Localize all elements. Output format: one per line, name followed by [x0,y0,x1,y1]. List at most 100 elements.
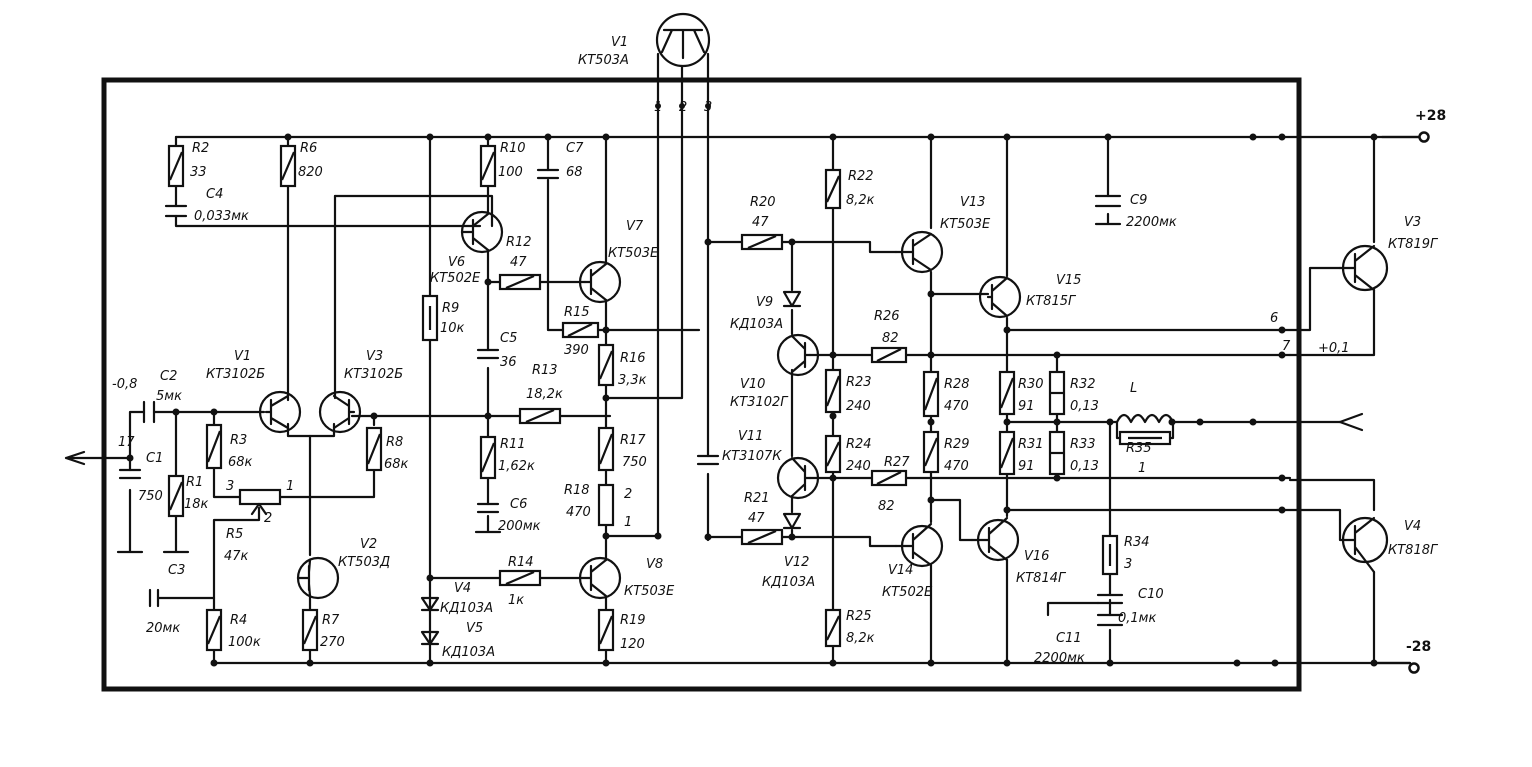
inductor-ref: L [1130,381,1137,396]
r15-ref: R15 [564,305,590,320]
r21-ref: R21 [744,491,770,506]
pot-pin-3: 3 [226,479,234,494]
r29-ref: R29 [944,437,970,452]
c4-val: 0,033мк [194,209,249,224]
r18-ref: R18 [564,483,590,498]
v6-ref: V6 [448,255,465,270]
pot-pin-2: 2 [264,511,272,526]
r27-val: 82 [878,499,895,514]
v16-ref: V16 [1024,549,1049,564]
r31-val: 91 [1018,459,1035,474]
r18-pin-1: 1 [624,515,632,530]
plus-28-terminal [1418,131,1430,143]
v4-out-ref: V4 [1404,519,1421,534]
c9-val: 2200мк [1126,215,1177,230]
r6-val: 820 [298,165,323,180]
resistor-bodies [167,144,1172,652]
r30-ref: R30 [1018,377,1044,392]
r19-val: 120 [620,637,645,652]
pin-6: 6 [1270,311,1278,326]
r33-ref: R33 [1070,437,1096,452]
v13-type: КТ503Е [940,217,991,232]
r25-ref: R25 [846,609,872,624]
r22-ref: R22 [848,169,874,184]
c6-ref: C6 [510,497,527,512]
r5-val: 47к [224,549,249,564]
r8-ref: R8 [386,435,403,450]
capacitor-symbols [118,168,1124,627]
c2-ref: C2 [160,369,177,384]
c2-val: 5мк [156,389,182,404]
r35-leads [1115,420,1175,440]
c4-ref: C4 [206,187,223,202]
c6-val: 200мк [498,519,541,534]
r1-val: 18к [184,497,209,512]
c11-ref: C11 [1056,631,1082,646]
v14-type: КТ502Е [882,585,933,600]
r4-ref: R4 [230,613,247,628]
v9-diode-ref: V9 [756,295,773,310]
r10-ref: R10 [500,141,526,156]
r12-ref: R12 [506,235,532,250]
r34-val: 3 [1124,557,1132,572]
r23-val: 240 [846,399,871,414]
c11-val: 2200мк [1034,651,1085,666]
r17-val: 750 [622,455,647,470]
board-outline [101,77,1302,692]
in-node-label: 17 [118,435,135,450]
r34-ref: R34 [1124,535,1150,550]
v2-ref: V2 [360,537,377,552]
r3-ref: R3 [230,433,247,448]
v3-in-type: КТ3102Б [344,367,403,382]
r24-val: 240 [846,459,871,474]
r12-val: 47 [510,255,527,270]
r25-val: 8,2к [846,631,875,646]
v10-type: КТ3102Г [730,395,789,410]
junction-dots [126,103,1378,667]
r20-ref: R20 [750,195,776,210]
r13-val: 18,2к [526,387,563,402]
v1-type: КТ3102Б [206,367,265,382]
v4-out-type: КТ818Г [1388,543,1439,558]
v2-type: КТ503Д [338,555,390,570]
pin-2: 2 [679,100,687,115]
pin-1: 1 [654,100,662,115]
r19-ref: R19 [620,613,646,628]
minus-28-label: -28 [1406,639,1431,655]
r3-val: 68к [228,455,253,470]
r13-ref: R13 [532,363,558,378]
v1-top-type: КТ503А [578,53,629,68]
r26-val: 82 [882,331,899,346]
v9-diode-type: КД103А [730,317,783,332]
v6-type: КТ502Е [430,271,481,286]
r31-ref: R31 [1018,437,1044,452]
transistor-v1-top [655,12,711,68]
v4-diode-ref: V4 [454,581,471,596]
r15-val: 390 [564,343,589,358]
r9-val: 10к [440,321,465,336]
v3-in-ref: V3 [366,349,383,364]
r6-ref: R6 [300,141,317,156]
v11-ref: V11 [738,429,763,444]
v7-ref: V7 [626,219,644,234]
r2-ref: R2 [192,141,209,156]
r32-val: 0,13 [1070,399,1099,414]
r17-ref: R17 [620,433,646,448]
plus-28-label: +28 [1415,108,1446,124]
v15-type: КТ815Г [1026,294,1077,309]
r10-val: 100 [498,165,523,180]
v3-out-type: КТ819Г [1388,237,1439,252]
v5-diode-type: КД103А [442,645,495,660]
r24-ref: R24 [846,437,872,452]
c3-ref: C3 [168,563,185,578]
out-voltage: +0,1 [1318,341,1350,356]
c7-val: 68 [566,165,583,180]
r7-val: 270 [320,635,345,650]
r23-ref: R23 [846,375,872,390]
c5-val: 36 [500,355,517,370]
r18-pin-2: 2 [624,487,632,502]
v1-top-ref: V1 [611,35,628,50]
r11-val: 1,62к [498,459,535,474]
v8-ref: V8 [646,557,663,572]
